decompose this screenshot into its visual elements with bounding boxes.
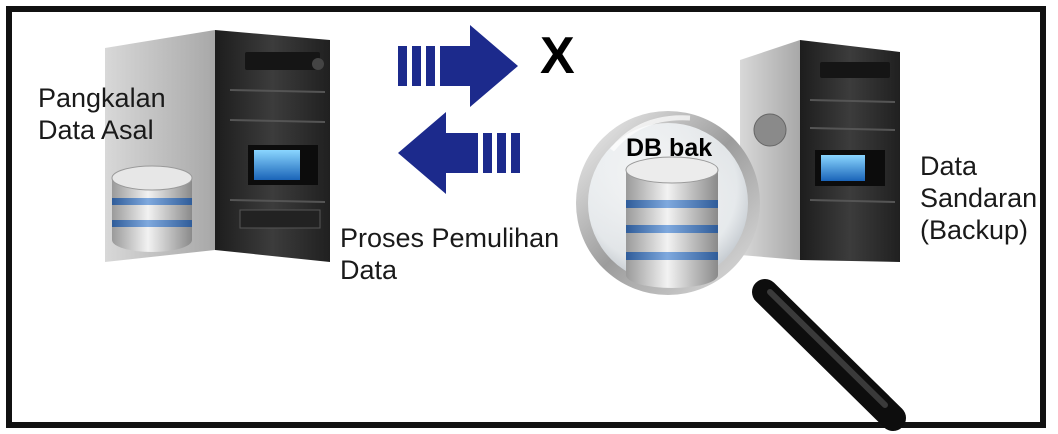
fail-mark: X — [540, 27, 575, 85]
backup-label-line1: Data — [920, 151, 978, 181]
process-label: Proses Pemulihan Data — [340, 222, 559, 286]
backup-database-icon — [625, 156, 719, 288]
backup-server-icon — [740, 40, 900, 262]
backup-label: Data Sandaran (Backup) — [920, 150, 1037, 246]
return-arrow-icon — [398, 112, 520, 194]
source-label: Pangkalan Data Asal — [38, 82, 166, 146]
backup-label-line3: (Backup) — [920, 215, 1029, 245]
backup-label-line2: Sandaran — [920, 183, 1038, 213]
source-label-line1: Pangkalan — [38, 83, 166, 113]
forward-arrow-icon — [398, 25, 518, 107]
source-database-icon — [111, 165, 193, 252]
magnifier-label: DB bak — [626, 134, 713, 162]
source-label-line2: Data Asal — [38, 115, 154, 145]
process-label-line1: Proses Pemulihan — [340, 223, 560, 253]
lens-glare — [610, 115, 691, 152]
process-label-line2: Data — [340, 255, 398, 285]
